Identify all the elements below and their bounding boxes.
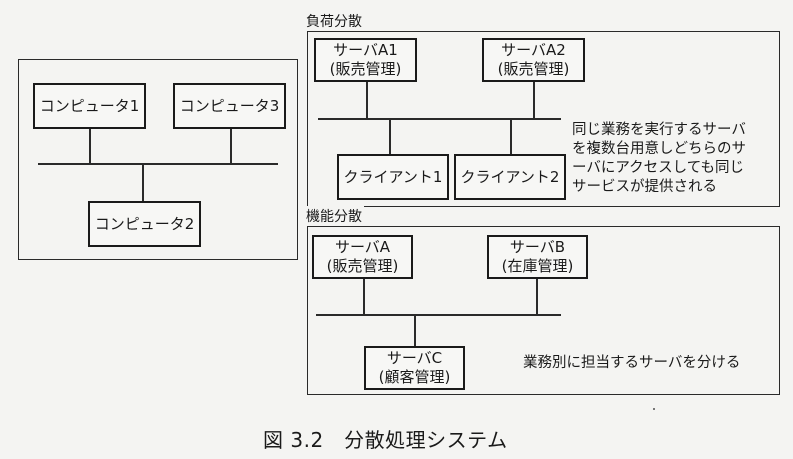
load-note-line: ーバにアクセスしても同じ — [572, 160, 744, 176]
server-a-box: サーバA (販売管理) — [312, 235, 413, 279]
left-link-computer1 — [89, 127, 91, 164]
load-link-server-a1 — [366, 80, 368, 119]
server-b-name: サーバB — [509, 238, 566, 256]
figure-caption: 図 3.2 分散処理システム — [263, 428, 508, 452]
server-a1-name: サーバA1 — [333, 41, 398, 59]
computer2-label: コンピュータ2 — [94, 214, 195, 233]
server-a2-box: サーバA2 (販売管理) — [482, 38, 585, 82]
computer2-box: コンピュータ2 — [88, 201, 201, 247]
load-note-line: 同じ業務を実行するサーバ — [572, 122, 746, 138]
load-distribution-title: 負荷分散 — [306, 11, 364, 31]
client2-label: クライアント2 — [460, 167, 560, 186]
function-distribution-title: 機能分散 — [306, 206, 364, 226]
function-link-server-a — [363, 277, 365, 315]
load-link-client1 — [389, 118, 391, 156]
left-link-computer3 — [230, 127, 232, 164]
function-distribution-note: 業務別に担当するサーバを分ける — [523, 355, 741, 371]
computer1-label: コンピュータ1 — [39, 96, 140, 115]
server-c-box: サーバC (顧客管理) — [364, 346, 465, 390]
server-a1-role: (販売管理) — [329, 60, 402, 78]
server-c-name: サーバC — [386, 349, 443, 367]
server-a2-role: (販売管理) — [497, 60, 570, 78]
client2-box: クライアント2 — [454, 154, 566, 200]
function-network-line — [316, 314, 561, 316]
computer3-box: コンピュータ3 — [173, 83, 286, 129]
function-link-server-c — [414, 314, 416, 348]
server-a-role: (販売管理) — [326, 257, 399, 275]
left-link-computer2 — [142, 163, 144, 203]
server-a2-name: サーバA2 — [501, 41, 566, 59]
server-a1-box: サーバA1 (販売管理) — [314, 38, 417, 82]
client1-box: クライアント1 — [337, 154, 449, 200]
function-link-server-b — [536, 277, 538, 315]
load-link-client2 — [510, 118, 512, 156]
load-link-server-a2 — [533, 80, 535, 119]
load-note-line: を複数台用意しどちらのサ — [572, 141, 746, 157]
computer1-box: コンピュータ1 — [33, 83, 146, 129]
left-panel — [18, 59, 298, 260]
server-a-name: サーバA — [334, 238, 391, 256]
server-b-box: サーバB (在庫管理) — [487, 235, 588, 279]
function-distribution-panel — [307, 226, 780, 395]
load-note-line: サービスが提供される — [572, 179, 717, 195]
server-c-role: (顧客管理) — [378, 368, 451, 386]
load-distribution-note: 同じ業務を実行するサーバ を複数台用意しどちらのサ ーバにアクセスしても同じ サ… — [572, 121, 746, 197]
client1-label: クライアント1 — [343, 167, 443, 186]
load-distribution-panel — [307, 31, 780, 207]
computer3-label: コンピュータ3 — [179, 96, 280, 115]
load-network-line — [318, 118, 561, 120]
server-b-role: (在庫管理) — [501, 257, 574, 275]
speck-mark — [653, 408, 655, 410]
left-network-line — [38, 163, 278, 165]
